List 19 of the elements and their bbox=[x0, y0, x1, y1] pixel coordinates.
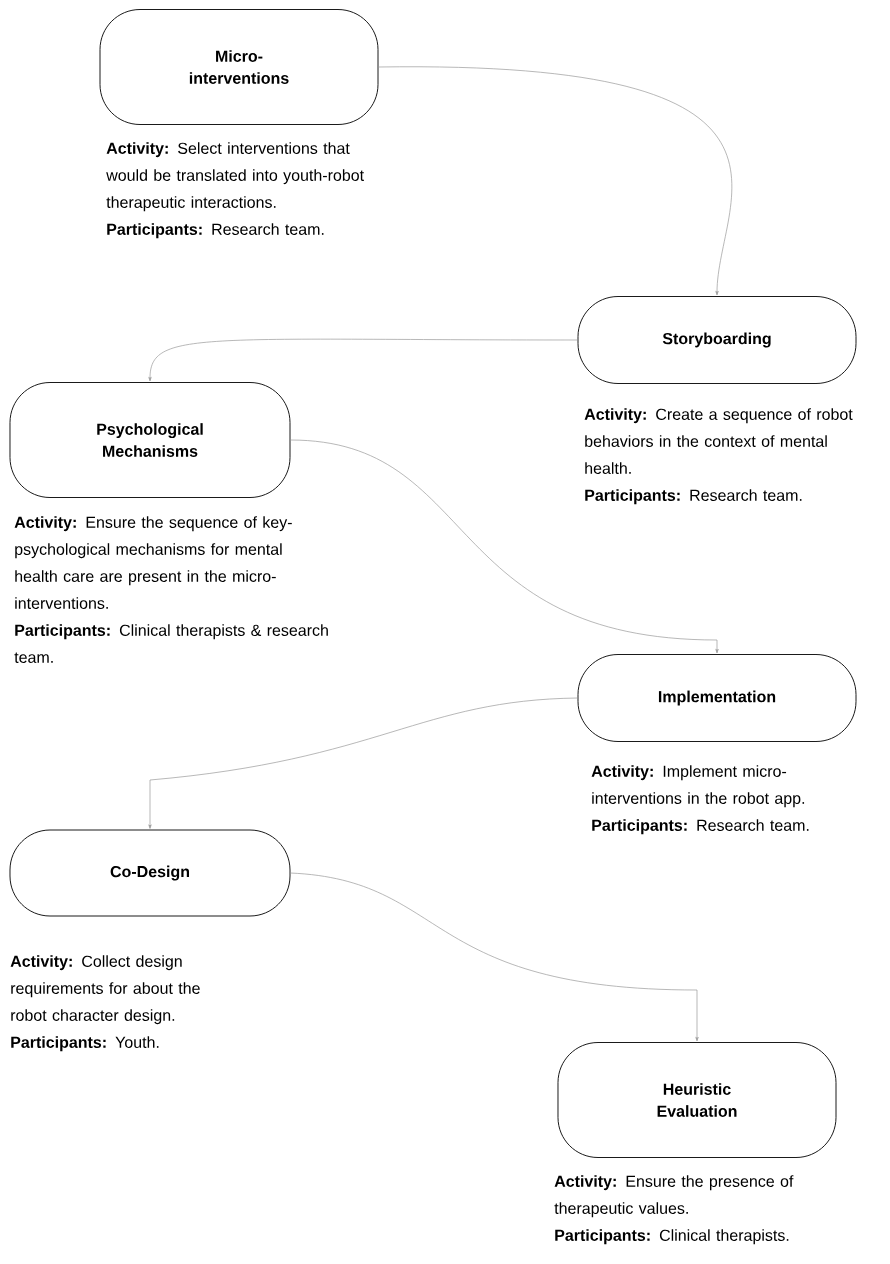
process-box: Storyboarding bbox=[577, 296, 857, 384]
arrow bbox=[290, 872, 699, 1042]
arrow bbox=[290, 439, 719, 654]
process-box: Co-Design bbox=[9, 829, 291, 917]
process-box: Implementation bbox=[577, 654, 857, 742]
activity-text: Activity: Create a sequence of robot behaviors in the context of mental health. Participants: Research team. bbox=[584, 408, 853, 505]
process-box: Psychological Mechanisms bbox=[9, 382, 291, 498]
activity-text: Activity: Select interventions that would be translated into youth-robot therapeutic interactions. Participants: Research team. bbox=[106, 142, 364, 239]
process-box: Heuristic Evaluation bbox=[557, 1042, 837, 1158]
arrow bbox=[378, 66, 733, 296]
arrow bbox=[148, 338, 578, 382]
activity-text: Activity: Ensure the presence of therapeutic values. Participants: Clinical therapists. bbox=[554, 1175, 794, 1245]
activity-text: Activity: Implement micro-interventions in the robot app. Participants: Research team. bbox=[591, 765, 809, 835]
activity-text: Activity: Ensure the sequence of key-psychological mechanisms for mental health care are present in the micro-interventions. Participants: Clinical therapists & research team. bbox=[14, 516, 328, 663]
node-label: Activity: Ensure the sequence of key-psychological mechanisms for mental health care are present in the micro-interventions. bbox=[14, 516, 292, 609]
process-box: Micro-interventions bbox=[99, 9, 379, 125]
activity-text: Activity: Collect design requirements for about the robot character design. Participants: Youth. bbox=[10, 955, 200, 1052]
node-label: Participants: Clinical therapists & research team. bbox=[14, 624, 328, 663]
arrow bbox=[148, 697, 578, 829]
